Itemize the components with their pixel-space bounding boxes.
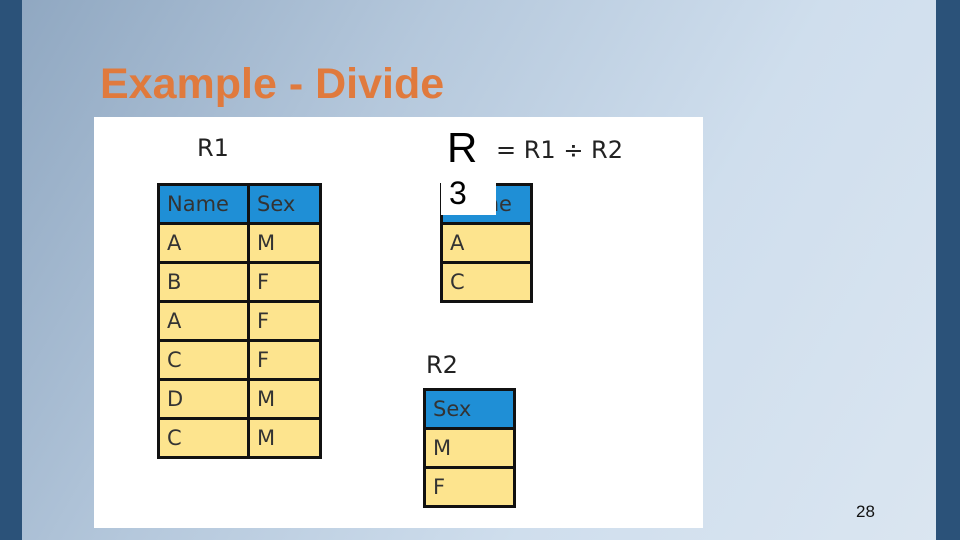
table-cell: C: [157, 339, 250, 381]
page-number: 28: [856, 502, 875, 521]
table-row: F: [423, 466, 516, 508]
table-header-row: Name Sex: [157, 183, 322, 225]
result-label-box: R 3: [441, 120, 496, 215]
left-accent-bar: [0, 0, 22, 540]
table-cell: F: [247, 339, 322, 381]
r1-header-sex: Sex: [247, 183, 322, 225]
table-cell: M: [247, 222, 322, 264]
table-cell: B: [157, 261, 250, 303]
table-row: A: [440, 222, 533, 264]
table-cell: C: [440, 261, 533, 303]
table-header-row: Sex: [423, 388, 516, 430]
r2-header-sex: Sex: [423, 388, 516, 430]
table-cell: F: [423, 466, 516, 508]
table-cell: M: [247, 378, 322, 420]
table-row: C: [440, 261, 533, 303]
table-cell: F: [247, 261, 322, 303]
r1-header-name: Name: [157, 183, 250, 225]
r1-label: R1: [197, 134, 229, 162]
table-cell: M: [247, 417, 322, 459]
right-accent-bar: [936, 0, 960, 540]
table-cell: A: [157, 300, 250, 342]
table-cell: A: [157, 222, 250, 264]
table-cell: M: [423, 427, 516, 469]
r2-label: R2: [426, 351, 458, 379]
table-cell: A: [440, 222, 533, 264]
table-row: M: [423, 427, 516, 469]
slide-title: Example - Divide: [100, 60, 445, 108]
result-label-number: 3: [449, 175, 467, 211]
table-cell: D: [157, 378, 250, 420]
result-label-letter: R: [447, 124, 478, 171]
r2-table: Sex M F: [423, 388, 516, 508]
table-cell: F: [247, 300, 322, 342]
division-equation: = R1 ÷ R2: [496, 136, 623, 164]
table-cell: C: [157, 417, 250, 459]
